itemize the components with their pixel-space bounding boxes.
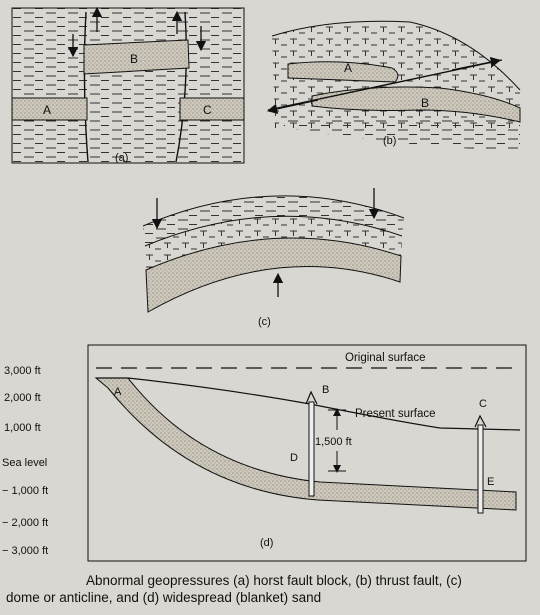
interval-label: 1,500 ft [315,436,352,448]
label-b-B: B [421,96,429,110]
figure-caption: Abnormal geopressures (a) horst fault bl… [0,572,540,606]
panel-b-label: (b) [383,135,396,147]
caption-line-2: dome or anticline, and (d) widespread (b… [6,590,322,605]
label-d-D: D [290,452,298,464]
panel-c-label: (c) [258,316,271,328]
elev-3000: 3,000 ft [4,365,41,377]
label-d-C: C [479,398,487,410]
panel-d-blanket-sand: 3,000 ft 2,000 ft 1,000 ft Sea level − 1… [2,344,527,562]
caption-line-1: Abnormal geopressures (a) horst fault bl… [86,573,462,588]
label-d-A: A [114,386,122,398]
elev-minus-1000: − 1,000 ft [2,485,48,497]
label-b-A: A [344,61,352,75]
label-d-E: E [487,476,494,488]
panel-b-thrust: A B (b) [266,20,521,150]
panel-c-dome: (c) [142,188,405,328]
original-surface-label: Original surface [345,352,426,364]
elev-sea-level: Sea level [2,457,47,469]
panel-d-label: (d) [260,537,273,549]
elev-minus-2000: − 2,000 ft [2,517,48,529]
panel-a-label: (a) [115,152,128,164]
label-d-B: B [322,384,329,396]
figure-drawing: B A C (a) A B (b) (c) [2,6,527,562]
label-a-C: C [203,103,212,117]
label-a-A: A [43,103,51,117]
elev-1000: 1,000 ft [4,422,41,434]
panel-a-horst: B A C (a) [11,6,245,164]
elev-minus-3000: − 3,000 ft [2,545,48,557]
elev-2000: 2,000 ft [4,392,41,404]
label-a-B: B [130,52,138,66]
present-surface-label: Present surface [355,408,436,420]
